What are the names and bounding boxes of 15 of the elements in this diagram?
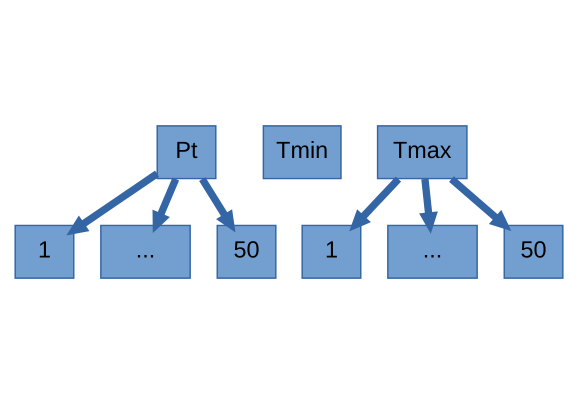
arrow xyxy=(152,178,180,234)
node-box: Tmin xyxy=(262,125,342,180)
node-box: 1 xyxy=(301,224,362,279)
node-box: Tmax xyxy=(376,125,468,180)
node-box: ... xyxy=(100,224,191,279)
node-box: 50 xyxy=(504,224,564,279)
node-box: ... xyxy=(387,224,478,279)
arrow xyxy=(199,177,236,233)
node-box: 1 xyxy=(14,224,74,279)
arrow xyxy=(419,178,438,234)
node-box: Pt xyxy=(156,125,217,180)
arrow xyxy=(66,170,160,236)
arrow xyxy=(349,176,402,232)
node-box: 50 xyxy=(216,224,277,279)
arrow xyxy=(449,176,512,232)
